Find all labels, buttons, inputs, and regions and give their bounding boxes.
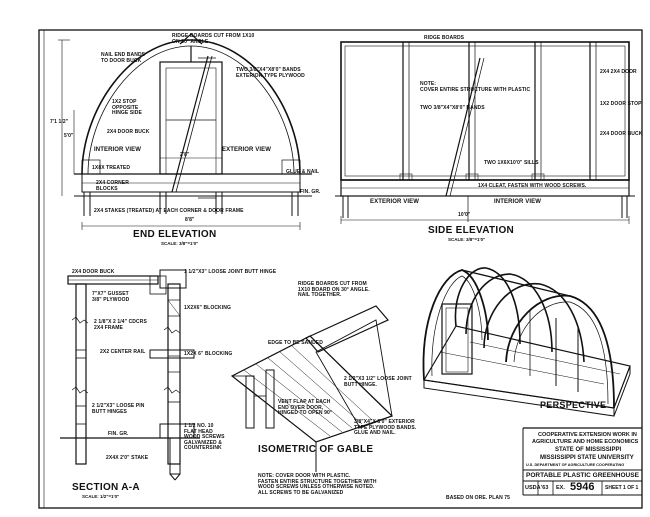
label-end-width: 8'8" (185, 217, 195, 223)
label-sec-buck: 2x4 DOOR BUCK (72, 269, 115, 275)
tb-ex-label: EX. (556, 485, 565, 491)
label-end-bands: TWO 3/8"x4"x8'0" BANDS EXTERIOR TYPE PLY… (236, 67, 305, 79)
label-end-interior: INTERIOR VIEW (94, 147, 141, 153)
tb-sheet: SHEET 1 OF 1 (605, 485, 639, 491)
label-end-stop: 1x2 STOP OPPOSITE HINGE SIDE (112, 99, 142, 116)
section-drawing (60, 269, 200, 481)
label-sec-pin: 2 1/2"x3" LOOSE PIN BUTT HINGES (92, 403, 145, 415)
end-elevation-scale: SCALE: 3/8"=1'0" (161, 241, 199, 246)
label-sec-stake: 2x4x 2'0" STAKE (106, 455, 149, 461)
label-sec-screws: 1 1/2 NO. 10 FLAT HEAD WOOD SCREWS GALVA… (184, 423, 225, 451)
perspective-drawing (422, 267, 631, 417)
label-side-door: 2x4 2x4 DOOR (600, 69, 637, 75)
section-title: SECTION A-A (72, 482, 140, 493)
label-sec-hinge: 1 1/2"x3" LOOSE JOINT BUTT HINGE (184, 269, 277, 275)
tb-state: STATE OF MISSISSIPPI (555, 447, 622, 453)
tb-org-line1: COOPERATIVE EXTENSION WORK IN (538, 432, 637, 438)
tb-year: '63 (541, 485, 549, 491)
end-elevation-drawing (58, 33, 312, 230)
tb-dept: U.S. DEPARTMENT OF AGRICULTURE COOPERATI… (526, 463, 625, 467)
label-end-treated: 1x8x TREATED (92, 165, 131, 171)
label-end-ridge: RIDGE BOARDS CUT FROM 1x10 ON 30° ANGLE (172, 33, 255, 45)
label-side-bands: TWO 3/8"x4"x8'0" BANDS (420, 105, 485, 111)
label-end-exterior: EXTERIOR VIEW (222, 147, 271, 153)
label-end-doorbuck: 2x4 DOOR BUCK (107, 129, 150, 135)
isometric-title: ISOMETRIC OF GABLE (258, 444, 374, 455)
label-end-glue: GLUE & NAIL (286, 169, 320, 175)
section-scale: SCALE: 1/2"=1'0" (82, 494, 120, 499)
label-sec-blocking2: 1x2x 6" BLOCKING (184, 351, 233, 357)
side-elevation-title: SIDE ELEVATION (428, 225, 515, 236)
label-end-height-a: 5'0" (64, 133, 74, 139)
tb-university: MISSISSIPPI STATE UNIVERSITY (540, 455, 634, 461)
label-side-stop: 1x2 DOOR STOP (600, 101, 642, 107)
label-end-stakes: 2x4 STAKES (TREATED) AT EACH CORNER & DO… (94, 208, 244, 214)
label-side-buck: 2x4 DOOR BUCK (600, 131, 643, 137)
tb-org-line2: AGRICULTURE AND HOME ECONOMICS (532, 439, 639, 445)
label-end-fingr: FIN. GR. (300, 189, 321, 195)
general-note: NOTE: COVER DOOR WITH PLASTIC. FASTEN EN… (258, 473, 377, 496)
label-gable-ridge: RIDGE BOARDS CUT FROM 1x10 BOARD ON 30° … (298, 281, 370, 298)
tb-usda: USDA (525, 485, 541, 491)
label-sec-gusset: 7"x7" GUSSET 3/8" PLYWOOD (92, 291, 130, 303)
label-gable-hinge: 2 1/2"x3 1/2" LOOSE JOINT BUTT HINGE. (344, 376, 412, 388)
label-sec-fingr: FIN. GR. (108, 431, 129, 437)
end-elevation-title: END ELEVATION (133, 229, 217, 240)
based-on-note: BASED ON ORE. PLAN 75 (446, 495, 511, 501)
tb-drawing-title: PORTABLE PLASTIC GREENHOUSE (526, 472, 639, 479)
perspective-title: PERSPECTIVE (540, 400, 607, 410)
label-sec-rail: 2x2 CENTER RAIL (100, 349, 146, 355)
label-end-corner: 2x4 CORNER BLOCKS (96, 180, 129, 192)
label-side-ridge: RIDGE BOARDS (424, 35, 465, 41)
label-sec-blocking1: 1x2x6" BLOCKING (184, 305, 231, 311)
label-gable-edge: EDGE TO BE SANDED (268, 340, 323, 346)
sheet-border (38, 29, 643, 509)
label-side-interior: INTERIOR VIEW (494, 199, 541, 205)
label-gable-bands: 3/8"x4"x 8'0" EXTERIOR TYPE PLYWOOD BAND… (354, 419, 417, 436)
side-elevation-scale: SCALE: 3/8"=1'0" (448, 237, 486, 242)
label-side-cleat: 1x4 CLEAT, FASTEN WITH WOOD SCREWS. (478, 183, 587, 189)
label-sec-frame: 2 1/8"x 2 1/4" CDCRS 2x4 FRAME (94, 319, 147, 331)
label-side-note: NOTE: COVER ENTIRE STRUCTURE WITH PLASTI… (420, 81, 531, 93)
label-end-height-b: 7'1 1/2" (50, 119, 69, 125)
side-elevation-drawing (335, 41, 635, 224)
label-side-length: 10'0" (458, 212, 471, 218)
title-block-lines (522, 427, 642, 496)
label-side-sills: TWO 1x6x10'0" SILLS (484, 160, 539, 166)
label-end-doorwidth: 2'8" (180, 152, 190, 158)
isometric-gable-drawing (230, 305, 394, 472)
label-side-exterior: EXTERIOR VIEW (370, 199, 419, 205)
label-end-nail: NAIL END BANDS TO DOOR BUCK (101, 52, 146, 64)
label-gable-vent: VENT FLAP AT EACH END OVER DOOR, HINGED … (278, 399, 332, 416)
tb-ex-number: 5946 (570, 481, 595, 493)
